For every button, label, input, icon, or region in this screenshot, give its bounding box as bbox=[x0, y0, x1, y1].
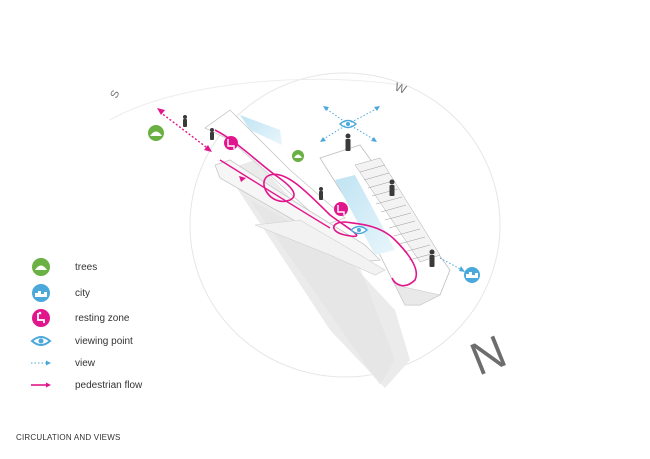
lower-deck bbox=[214, 159, 381, 263]
tower-base bbox=[394, 284, 441, 306]
compass-ring bbox=[189, 72, 501, 378]
entry-view-arrow bbox=[159, 111, 211, 151]
trees-icon-map-left bbox=[148, 125, 164, 141]
view-arrow-icon bbox=[30, 353, 52, 373]
legend-label-view: view bbox=[75, 357, 96, 369]
view-arrow-city bbox=[439, 257, 463, 271]
entry-view-arrowhead-a bbox=[157, 108, 165, 115]
lower-deck-edge bbox=[254, 219, 386, 276]
entry-view-arrowhead-b bbox=[204, 145, 212, 152]
legend-item-viewing-point: viewing point bbox=[30, 331, 133, 351]
legend-label-viewing-point: viewing point bbox=[75, 335, 133, 347]
stair-lines bbox=[359, 164, 436, 261]
city-icon-map bbox=[464, 267, 480, 283]
legend-label-pedestrian-flow: pedestrian flow bbox=[75, 379, 143, 391]
legend-item-view: view bbox=[30, 353, 95, 373]
viewing-point-icon bbox=[30, 331, 52, 351]
legend-item-trees: trees bbox=[30, 257, 97, 277]
ground-shadow-lower bbox=[250, 200, 395, 385]
resting-zone-icon bbox=[30, 308, 52, 328]
viewing-point-icon-map-center bbox=[349, 225, 369, 235]
legend-label-resting-zone: resting zone bbox=[75, 312, 130, 324]
pedestrian-flow-arrowhead bbox=[239, 176, 246, 182]
legend-label-city: city bbox=[75, 287, 90, 299]
trees-icon bbox=[30, 257, 52, 277]
resting-zone-icon-map-upper bbox=[224, 136, 238, 150]
city-icon bbox=[30, 283, 52, 303]
upper-glass bbox=[240, 115, 282, 145]
view-arrowhead-city bbox=[459, 266, 465, 272]
compass-south-label: S bbox=[108, 89, 122, 101]
trees-icon-map-center bbox=[292, 150, 304, 162]
legend-label-trees: trees bbox=[75, 261, 98, 273]
legend-item-city: city bbox=[30, 283, 90, 303]
tower-glass bbox=[335, 175, 395, 255]
pedestrian-flow-path-2 bbox=[219, 159, 331, 229]
figure-caption: CIRCULATION AND VIEWS bbox=[16, 433, 121, 442]
compass-north-label: N bbox=[463, 325, 513, 386]
compass-west-label: W bbox=[393, 80, 409, 97]
viewing-point-icon-map-top bbox=[338, 119, 358, 129]
legend-item-resting-zone: resting zone bbox=[30, 308, 129, 328]
person-silhouettes bbox=[183, 115, 435, 267]
pedestrian-flow-path bbox=[214, 129, 417, 287]
tower-stairs bbox=[354, 157, 441, 263]
pedestrian-flow-arrow-icon bbox=[30, 375, 52, 395]
legend-item-pedestrian-flow: pedestrian flow bbox=[30, 375, 142, 395]
compass-arc-outer bbox=[109, 78, 401, 121]
view-arrowheads-top bbox=[320, 106, 380, 142]
resting-zone-icon-map-lower bbox=[334, 202, 348, 216]
